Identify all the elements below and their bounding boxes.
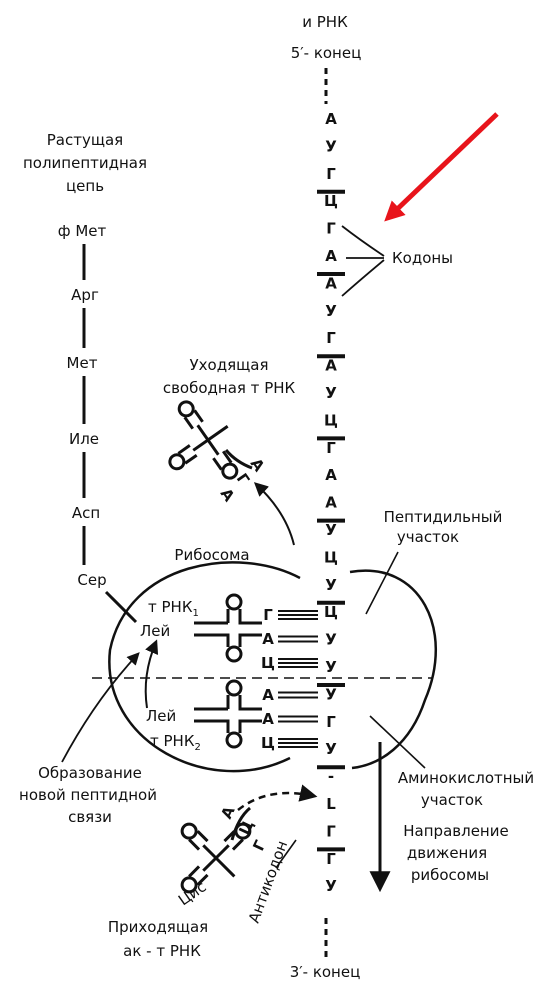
codon-separators [317,189,345,852]
cys-label: Цис [175,878,210,910]
incoming-trna-title-1: Приходящая [108,918,208,936]
polypeptide-residue: ф Мет [58,222,107,240]
mrna-base: Г [326,220,336,238]
mrna-base: У [325,685,337,703]
bond-label-2: новой пептидной [19,786,157,804]
leaving-trna-title-1: Уходящая [190,356,269,374]
polypeptide-title-1: Растущая [47,131,123,149]
trna-base: А [262,630,274,648]
mrna-title: и РНК [302,13,348,31]
mrna-three-end: 3′- конец [290,963,361,981]
leaving-trna-title-2: свободная т РНК [163,379,296,397]
mrna-base: Г [326,165,336,183]
ribosome-label: Рибосома [174,546,249,564]
anticodon-pointer [275,839,297,869]
mrna-base: У [325,576,337,594]
incoming-base-3: Г [249,837,270,854]
incoming-trna-anticodon-loop [230,806,251,841]
direction-label-1: Направление [403,822,508,840]
mrna-base: У [325,877,337,895]
mrna-base: У [325,658,337,676]
mrna-base: L [326,795,336,813]
polypeptide-residue: Арг [71,286,99,304]
incoming-trna-arrow [237,784,318,811]
trna-base: Ц [261,654,275,672]
mrna-base: У [325,740,337,758]
mrna-base: А [325,466,337,484]
leaving-trna-cloverleaf [168,400,239,480]
polypeptide-title-3: цепь [66,177,104,195]
ribosome-large-subunit [349,569,438,770]
anticodon-label: Антикодон [245,838,291,925]
mrna-base: А [325,110,337,128]
peptidyl-site-label-1: Пептидильный [384,508,503,526]
trna2-cloverleaf [194,679,262,749]
mrna-base: - [328,768,334,786]
incoming-trna-cloverleaf [180,822,252,894]
leaving-trna-arrow [253,482,295,546]
mrna-five-end: 5′- конец [291,44,362,62]
trna-base: Г [263,606,273,624]
mrna-base: Г [326,713,336,731]
aminoacyl-site-label-1: Аминокислотный [398,769,534,787]
polypeptide-title-2: полипептидная [23,154,147,172]
mrna-base: Ц [324,603,338,621]
direction-label-2: движения [407,844,487,862]
peptide-bond-link [104,590,138,624]
trna-base: Ц [261,734,275,752]
mrna-base: Ц [324,411,338,429]
polypeptide-residue: Сер [77,571,106,589]
mrna-base: А [325,247,337,265]
leu-top-label: Лей [140,622,170,640]
mrna-base: Г [326,850,336,868]
red-pointer-arrow [384,112,499,222]
mrna-base: А [325,274,337,292]
peptidyl-site-pointer [365,551,399,615]
trna2-label: т РНК2 [150,732,201,753]
polypeptide-residue: Мет [67,354,98,372]
mrna-base: Г [326,822,336,840]
codon-pointer-1 [341,225,385,257]
leu-transfer-arrow [144,639,159,709]
peptidyl-site-label-2: участок [397,528,459,546]
mrna-base: Г [326,439,336,457]
mrna-base: А [325,357,337,375]
leaving-trna-anticodon-loop [224,449,253,470]
trna-base: А [262,710,274,728]
mrna-base: У [325,521,337,539]
leu-bottom-label: Лей [146,707,176,725]
bond-pointer-arrow [61,652,140,763]
direction-label-3: рибосомы [411,866,489,884]
leaving-trna-base-3: А [217,485,239,505]
mrna-base: Ц [324,192,338,210]
codons-label: Кодоны [392,249,453,267]
mrna-base: У [325,631,337,649]
trna1-label: т РНК1 [148,598,199,619]
polypeptide-residue: Иле [69,430,99,448]
bond-label-3: связи [68,808,112,826]
mrna-base: А [325,494,337,512]
mrna-base: Ц [324,548,338,566]
incoming-trna-title-2: ак - т РНК [123,942,201,960]
incoming-base-1: А [217,803,238,821]
trna-base: А [262,686,274,704]
codon-pointer-3 [341,259,385,297]
aminoacyl-site-pointer [369,715,426,769]
polypeptide-residue: Асп [72,504,100,522]
mrna-base: У [325,384,337,402]
mrna-base: У [325,302,337,320]
aminoacyl-site-label-2: участок [421,791,483,809]
trna1-cloverleaf [194,593,262,663]
mrna-base: Г [326,329,336,347]
ribosome-small-subunit [108,561,301,773]
bond-label-1: Образование [38,764,142,782]
mrna-base: У [325,137,337,155]
